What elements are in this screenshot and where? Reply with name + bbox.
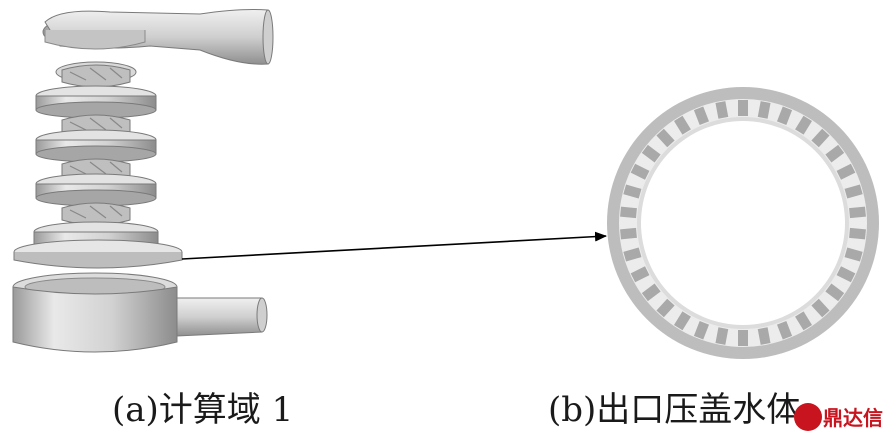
watermark-logo-icon: [794, 402, 822, 431]
ring-slot: [795, 311, 813, 331]
ring-slot: [715, 327, 729, 345]
pump-stage-2: [35, 114, 157, 163]
pump-stage-4: [33, 202, 159, 245]
watermark: 鼎达信: [794, 402, 883, 431]
ring-slot: [776, 106, 793, 126]
ring-slot: [623, 247, 642, 262]
ring-slot: [849, 227, 866, 240]
pump-assembly: [12, 9, 274, 353]
ring-slot: [620, 227, 637, 240]
water-ring: [607, 87, 879, 359]
ring-slot: [776, 320, 793, 340]
outlet-casing: [42, 9, 274, 65]
ring-slot: [693, 320, 710, 340]
ring-slot: [844, 247, 863, 262]
caption-b: (b)出口压盖水体: [548, 390, 801, 430]
ring-slot: [620, 206, 637, 219]
outlet-cover-disc: [13, 239, 183, 269]
ring-slot: [693, 106, 710, 126]
pointer-arrow: [181, 231, 607, 260]
ring-slot: [738, 330, 748, 346]
ring-slot: [757, 327, 771, 345]
pump-stage-3: [35, 158, 157, 207]
ring-slot: [673, 311, 691, 331]
ring-slot: [656, 298, 675, 318]
ring-slot: [844, 184, 863, 199]
ring-slot: [641, 144, 661, 163]
ring-slot: [623, 184, 642, 199]
ring-slot: [757, 101, 771, 119]
ring-slots: [620, 100, 866, 346]
ring-slot: [825, 144, 845, 163]
ring-slot: [630, 266, 650, 283]
ring-slot: [673, 115, 691, 135]
ring-slot: [825, 283, 845, 302]
ring-slot: [738, 100, 748, 116]
caption-a: (a)计算域 1: [112, 390, 294, 430]
ring-slot: [811, 298, 830, 318]
pump-stage-1: [35, 61, 157, 119]
inlet-casing: [12, 272, 268, 353]
ring-slot: [849, 206, 866, 219]
ring-slot: [630, 163, 650, 180]
ring-slot: [836, 163, 856, 180]
ring-slot: [836, 266, 856, 283]
ring-slot: [811, 128, 830, 148]
watermark-text: 鼎达信: [823, 406, 883, 430]
ring-slot: [715, 101, 729, 119]
ring-slot: [795, 115, 813, 135]
ring-slot: [656, 128, 675, 148]
ring-slot: [641, 283, 661, 302]
